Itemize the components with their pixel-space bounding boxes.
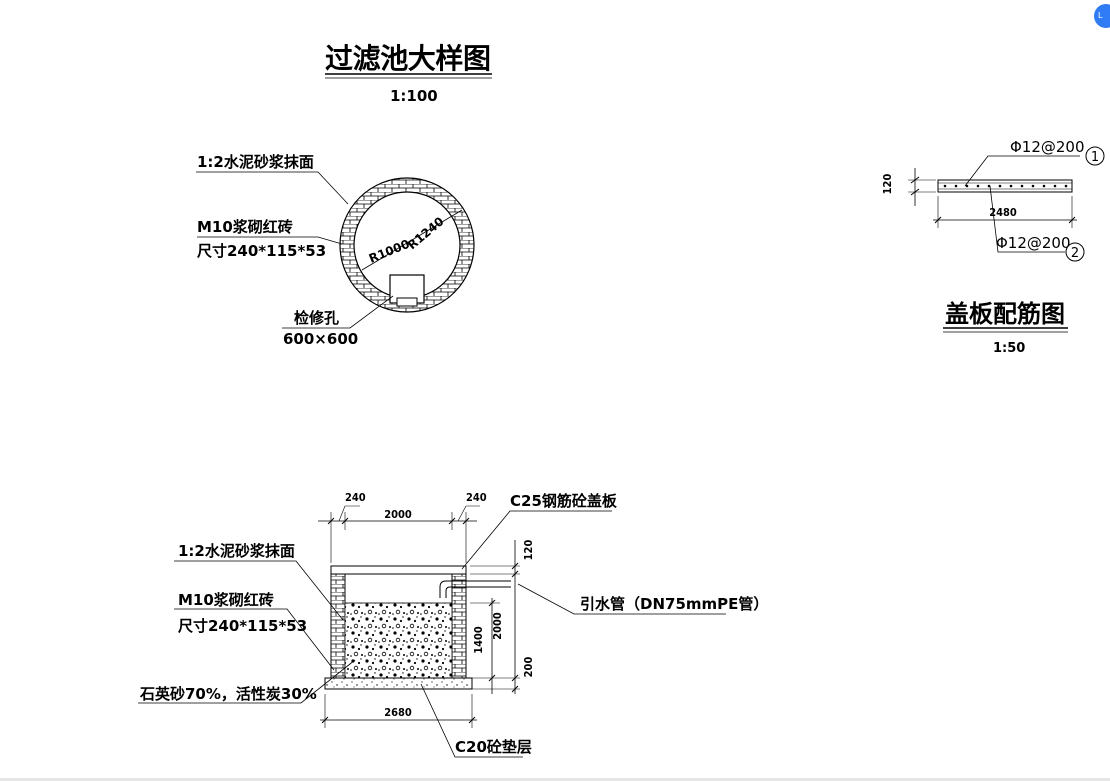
- dim-total-width: 2680: [384, 706, 412, 719]
- slab-width-dim: 2480: [989, 206, 1017, 219]
- cover-slab: [330, 565, 467, 575]
- dim-base: 200: [522, 657, 535, 678]
- slab-detail: 120 2480 Φ12@200 1 Φ12@200 2 盖板配筋图 1:50: [881, 138, 1105, 356]
- rebar-top-label: Φ12@200: [1010, 138, 1085, 156]
- base-label: C20砼垫层: [455, 738, 532, 756]
- bottom-scrollbar[interactable]: [0, 778, 1110, 781]
- hatch-label-2: 600×600: [283, 330, 358, 348]
- filter-media: [344, 602, 453, 679]
- section-brick-label-1: M10浆砌红砖: [178, 591, 274, 609]
- rebar-bottom-label: Φ12@200: [996, 234, 1071, 252]
- slab-thickness-dim: 120: [881, 174, 894, 195]
- inlet-pipe: [439, 580, 511, 598]
- left-wall: [330, 573, 346, 679]
- right-wall: [451, 573, 467, 679]
- rebar-top-no: 1: [1091, 150, 1099, 165]
- section-finish-label: 1:2水泥砂浆抹面: [178, 542, 295, 560]
- plan-title: 过滤池大样图: [325, 42, 491, 75]
- dim-fill-height: 1400: [472, 626, 485, 654]
- plan-brick-label-1: M10浆砌红砖: [197, 218, 293, 236]
- inlet-pipe-label: 引水管（DN75mmPE管）: [580, 595, 768, 613]
- dim-left-wall: 240: [345, 491, 366, 504]
- plan-view: 过滤池大样图 1:100 R1000 R1240 1:2水泥砂浆抹面 M10浆砌…: [196, 42, 492, 348]
- dim-slab-top: 120: [522, 540, 535, 561]
- section-brick-label-2: 尺寸240*115*53: [178, 617, 307, 635]
- dim-inner-width: 2000: [384, 508, 412, 521]
- dim-height: 2000: [491, 612, 504, 640]
- slab-outline: [937, 179, 1073, 193]
- cover-slab-label: C25钢筋砼盖板: [510, 492, 618, 510]
- slab-scale: 1:50: [993, 341, 1025, 356]
- plan-finish-label: 1:2水泥砂浆抹面: [197, 153, 314, 171]
- rebar-bottom-no: 2: [1071, 246, 1079, 261]
- plan-brick-label-2: 尺寸240*115*53: [197, 242, 326, 260]
- corner-badge[interactable]: L: [1094, 4, 1110, 28]
- concrete-base: [324, 677, 473, 690]
- rebar-dots: [943, 184, 1068, 188]
- plan-scale: 1:100: [390, 87, 438, 105]
- slab-title: 盖板配筋图: [945, 300, 1065, 328]
- hatch-label-1: 检修孔: [294, 309, 339, 327]
- filter-media-label: 石英砂70%，活性炭30%: [139, 685, 317, 703]
- dim-right-wall: 240: [466, 491, 487, 504]
- section-view: 240 2000 240 2680 120 2000 1400 200 C25钢…: [138, 491, 768, 758]
